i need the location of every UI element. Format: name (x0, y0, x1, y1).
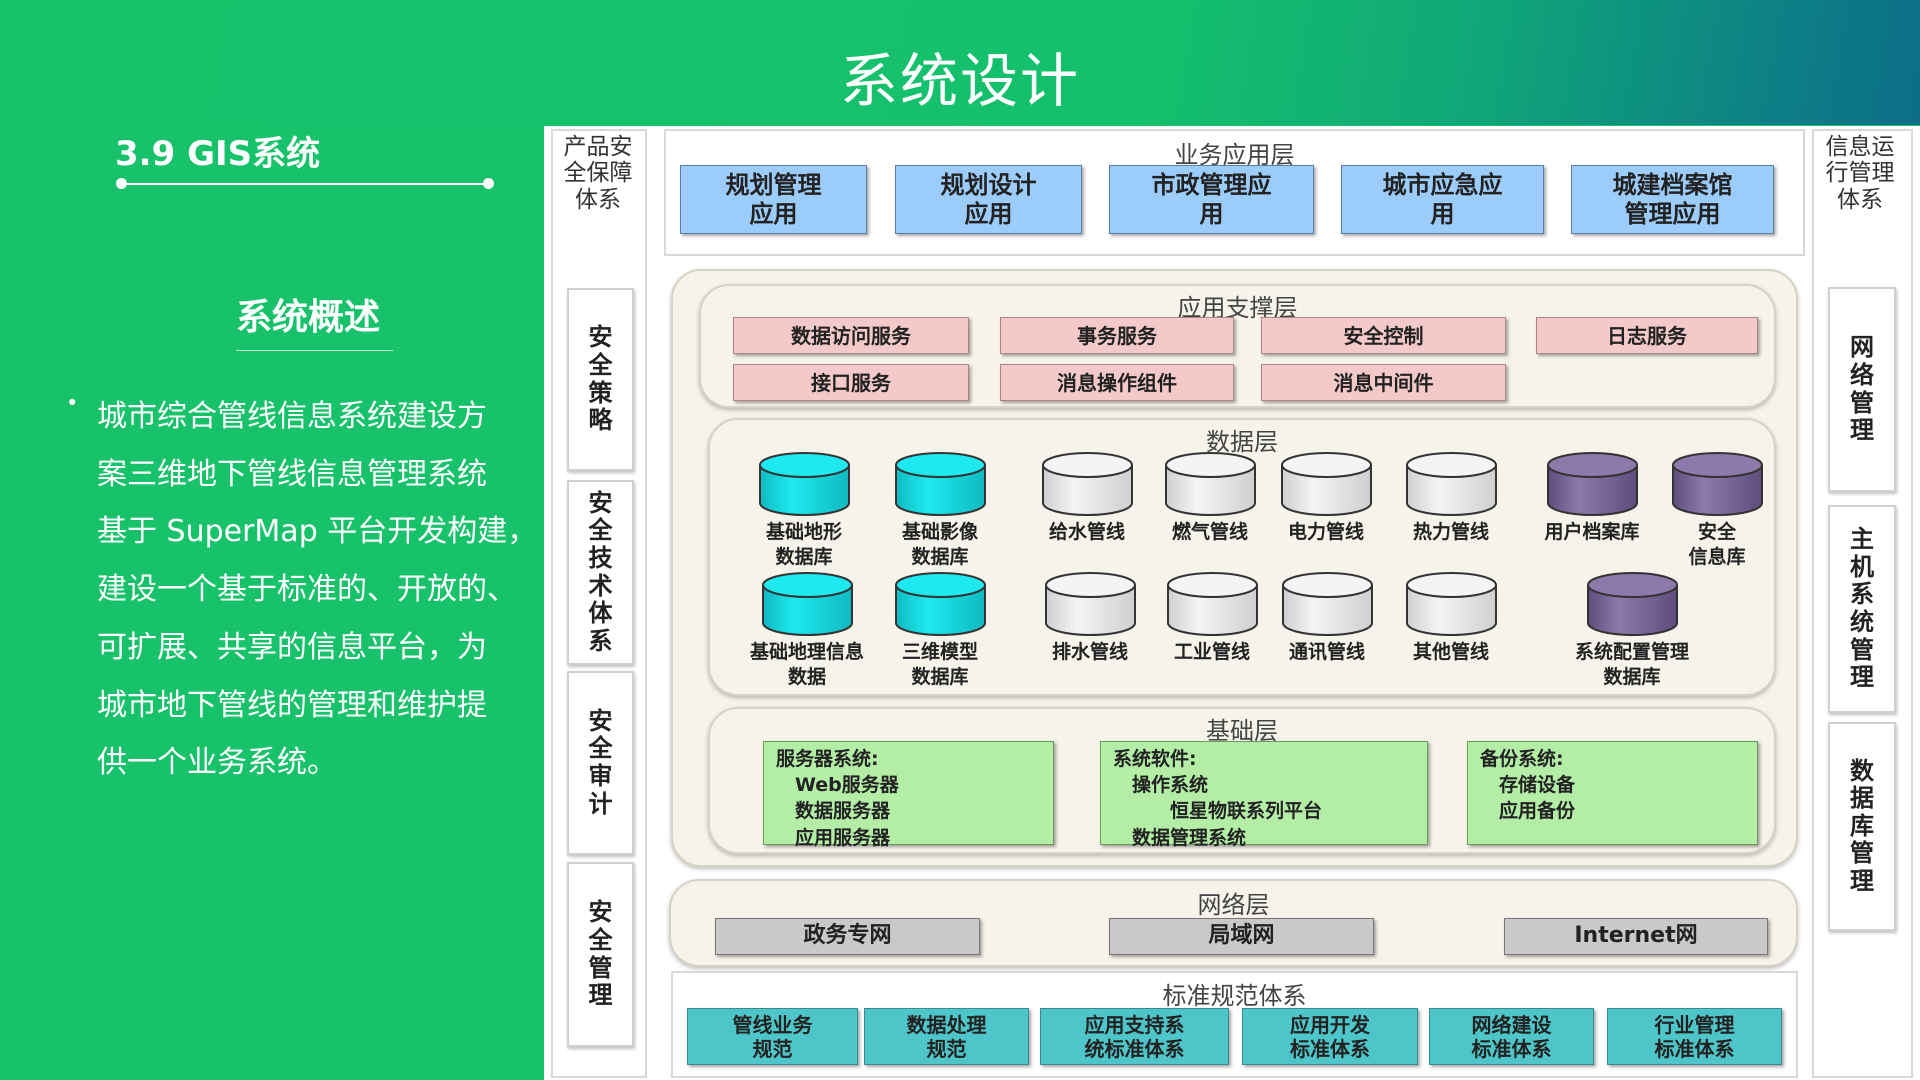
slide-title: 系统设计 (839, 47, 1080, 115)
database-label: 系统配置管理 数据库 (1574, 641, 1689, 688)
base-system-line: 数据服务器 (776, 800, 891, 823)
network-button: 政务专网 (715, 918, 980, 955)
standard-button: 网络建设 标准体系 (1429, 1008, 1594, 1065)
right-column-item: 数据库管理 (1828, 722, 1896, 931)
database-label: 用户档案库 (1544, 521, 1640, 543)
standards-title: 标准规范体系 (1162, 982, 1307, 1010)
data-layer-title: 数据层 (1206, 428, 1278, 456)
network-button: Internet网 (1504, 918, 1768, 955)
standard-button: 行业管理 标准体系 (1607, 1008, 1782, 1065)
standard-button: 应用支持系 统标准体系 (1040, 1008, 1229, 1065)
support-service-button: 消息操作组件 (1000, 364, 1234, 401)
support-service-button: 接口服务 (733, 364, 969, 401)
database-cylinder-icon (1281, 571, 1374, 637)
business-app-button: 规划管理 应用 (680, 165, 867, 234)
base-system-box: 系统软件: 操作系统 恒星物联系列平台 数据管理系统 (1100, 741, 1428, 849)
business-app-button: 规划设计 应用 (895, 165, 1082, 234)
bullet-line: 城市地下管线的管理和维护提 (97, 687, 487, 723)
database-label: 燃气管线 (1171, 521, 1248, 543)
database-cylinder-icon (1044, 571, 1137, 637)
bullet-line: 建设一个基于标准的、开放的、 (97, 572, 517, 608)
database-cylinder-icon (1405, 451, 1498, 517)
base-system-line: 应用服务器 (776, 826, 891, 849)
bullet-line: 城市综合管线信息系统建设方 (97, 399, 487, 434)
database-label: 通讯管线 (1288, 641, 1365, 663)
base-system-line: 系统软件: (1113, 748, 1197, 770)
support-service-button: 日志服务 (1536, 317, 1758, 354)
database-label: 电力管线 (1287, 521, 1364, 543)
right-column-title: 信息运行管理体系 (1825, 134, 1895, 213)
support-service-button: 安全控制 (1261, 317, 1506, 354)
support-service-button: 数据访问服务 (733, 317, 969, 354)
business-app-button: 市政管理应 用 (1109, 165, 1314, 234)
left-column-item: 安全技术体系 (567, 480, 634, 665)
support-service-button: 事务服务 (1000, 317, 1234, 354)
right-column-item-label: 网络管理 (1850, 333, 1874, 445)
database-cylinder-icon (1164, 451, 1257, 517)
base-system-line: 应用备份 (1480, 800, 1576, 823)
base-system-line: 恒星物联系列平台 (1113, 800, 1323, 823)
right-column-item: 网络管理 (1828, 287, 1896, 492)
standard-button: 管线业务 规范 (687, 1008, 858, 1065)
left-column-item-label: 安全技术体系 (588, 488, 613, 655)
database-cylinder-icon (1041, 451, 1134, 517)
database-cylinder-icon (894, 571, 987, 637)
right-column-item: 主机系统管理 (1828, 505, 1896, 713)
bullet-line: 可扩展、共享的信息平台，为 (97, 629, 487, 665)
base-system-line: 数据管理系统 (1113, 826, 1247, 849)
left-column-item-label: 安全策略 (588, 323, 613, 435)
database-label: 安全 信息库 (1688, 521, 1746, 568)
section-heading: 3.9 GIS系统 (115, 134, 321, 174)
database-cylinder-icon (1280, 451, 1373, 517)
base-system-box: 服务器系统: Web服务器 数据服务器 应用服务器 (763, 741, 1054, 849)
database-cylinder-icon (761, 571, 854, 637)
database-cylinder-icon (1586, 571, 1679, 637)
left-column-item: 安全策略 (567, 288, 634, 471)
overview-title: 系统概述 (235, 297, 380, 338)
database-label: 给水管线 (1048, 521, 1125, 543)
left-column-item: 安全审计 (567, 671, 634, 855)
business-app-button: 城市应急应 用 (1341, 165, 1544, 234)
database-cylinder-icon (1166, 571, 1259, 637)
network-button: 局域网 (1109, 918, 1374, 955)
base-system-line: 备份系统: (1480, 748, 1564, 770)
database-label: 基础地理信息 数据 (749, 641, 864, 688)
database-cylinder-icon (1671, 451, 1764, 517)
database-cylinder-icon (758, 451, 851, 517)
base-system-line: 服务器系统: (776, 748, 879, 770)
left-column-title: 产品安全保障体系 (563, 134, 633, 213)
base-system-line: Web服务器 (776, 774, 899, 797)
network-layer-title: 网络层 (1197, 891, 1270, 919)
database-cylinder-icon (894, 451, 987, 517)
base-layer-title: 基础层 (1206, 717, 1278, 745)
business-layer-title: 业务应用层 (1174, 141, 1295, 169)
database-cylinder-icon (1546, 451, 1639, 517)
database-label: 热力管线 (1412, 521, 1489, 543)
overview-underline (236, 350, 393, 351)
bullet-icon: • (66, 391, 79, 415)
database-label: 其他管线 (1412, 641, 1489, 663)
left-column-item: 安全管理 (567, 862, 634, 1047)
section-divider (116, 178, 494, 189)
database-label: 三维模型 数据库 (901, 641, 978, 688)
bullet-line: 供一个业务系统。 (97, 745, 337, 781)
left-column-item-label: 安全管理 (588, 898, 613, 1010)
base-system-line: 存储设备 (1480, 774, 1576, 797)
right-column-item-label: 数据库管理 (1850, 756, 1874, 895)
bullet-line: 案三维地下管线信息管理系统 (97, 456, 487, 492)
standard-button: 数据处理 规范 (864, 1008, 1029, 1065)
left-column-item-label: 安全审计 (588, 706, 613, 818)
base-system-line: 操作系统 (1113, 774, 1209, 797)
database-label: 基础影像 数据库 (901, 521, 978, 568)
database-cylinder-icon (1405, 571, 1498, 637)
database-label: 排水管线 (1051, 641, 1128, 663)
bullet-line: 基于 SuperMap 平台开发构建， (97, 514, 538, 550)
right-column-item-label: 主机系统管理 (1850, 525, 1874, 692)
database-label: 基础地形 数据库 (765, 521, 842, 568)
business-app-button: 城建档案馆 管理应用 (1571, 165, 1774, 234)
support-service-button: 消息中间件 (1261, 364, 1506, 401)
base-system-box: 备份系统: 存储设备 应用备份 (1467, 741, 1758, 845)
database-label: 工业管线 (1173, 641, 1250, 663)
standard-button: 应用开发 标准体系 (1242, 1008, 1418, 1065)
